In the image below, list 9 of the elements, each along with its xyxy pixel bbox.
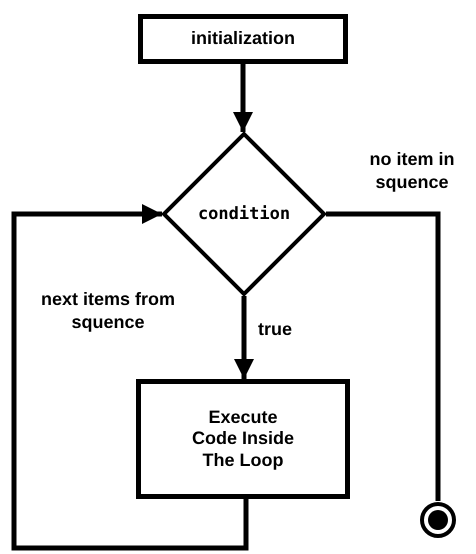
- process-box: [136, 379, 350, 499]
- arrow: [234, 296, 254, 379]
- arrow: [12, 204, 248, 550]
- node-text: initialization: [190, 28, 295, 50]
- node-text: condition: [198, 204, 290, 224]
- process-box: [138, 14, 348, 64]
- node-text: Execute Code Inside The Loop: [190, 406, 295, 472]
- arrow: [233, 64, 253, 132]
- circle-node: [419, 501, 457, 539]
